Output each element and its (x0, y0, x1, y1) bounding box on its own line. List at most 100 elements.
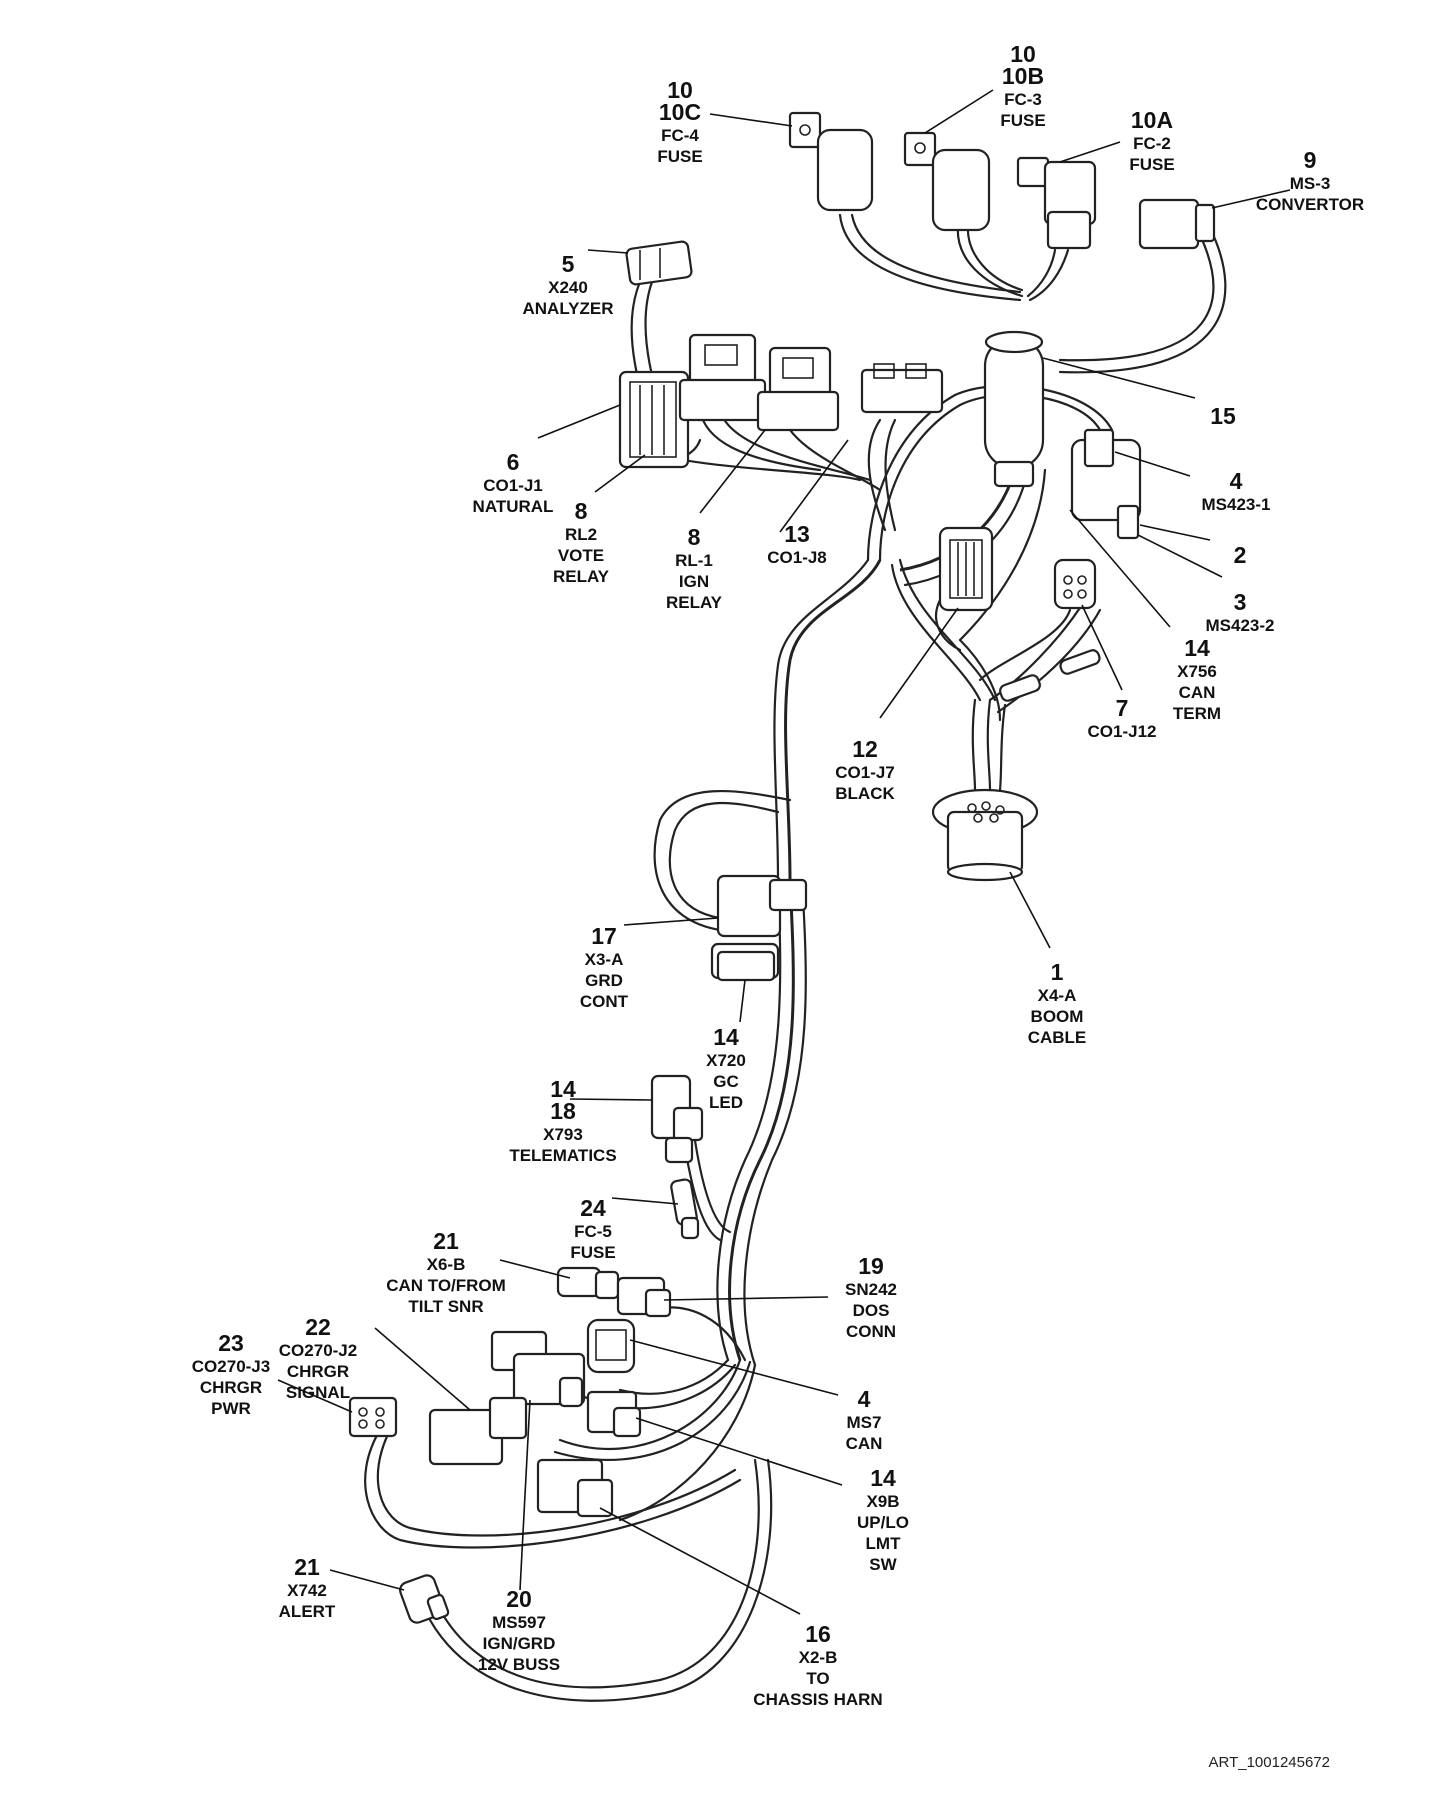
callout-text: MS-3 (1290, 174, 1331, 193)
terminator-x756 (999, 649, 1101, 702)
callout-number: 17 (591, 923, 617, 949)
callout-text: FUSE (1129, 155, 1174, 174)
callout-text: CONN (846, 1322, 896, 1341)
fuse-fc2 (1016, 156, 1097, 250)
fuse-fc3 (903, 131, 991, 232)
callout-text: 12V BUSS (478, 1655, 560, 1674)
components (348, 111, 1216, 1624)
callout-text: CHASSIS HARN (753, 1690, 882, 1709)
callout-number: 10 (1010, 41, 1036, 67)
callout-text: CO270-J3 (192, 1357, 270, 1376)
connector-x793 (650, 1074, 704, 1164)
connector-x240 (625, 240, 693, 286)
callout-text: MS597 (492, 1613, 546, 1632)
callout-number: 10A (1131, 107, 1173, 133)
callout-number: 18 (550, 1098, 576, 1124)
callout-text: X720 (706, 1051, 746, 1070)
callout-number: 15 (1210, 403, 1236, 429)
callout-text: BLACK (835, 784, 895, 803)
connector-co1-j8 (860, 363, 944, 414)
callout-text: CO1-J1 (483, 476, 543, 495)
art-id: ART_1001245672 (1209, 1754, 1331, 1771)
connector-co1-j12 (1053, 558, 1097, 610)
callout-text: CHRGR (287, 1362, 349, 1381)
callout-text: CAN (1179, 683, 1216, 702)
block-ms423 (1070, 428, 1142, 540)
callout-text: SW (869, 1555, 897, 1574)
callout-text: CO270-J2 (279, 1341, 357, 1360)
callout-number: 4 (1230, 468, 1243, 494)
callout-number: 3 (1234, 589, 1247, 615)
callout-text: X793 (543, 1125, 583, 1144)
callout-number: 20 (506, 1586, 532, 1612)
connector-co270-j2 (428, 1396, 528, 1466)
fuse-fc5 (670, 1178, 700, 1240)
callout-number: 2 (1234, 542, 1247, 568)
fuse-fc4 (788, 111, 874, 212)
connector-x742 (399, 1574, 450, 1624)
callout-text: MS7 (847, 1413, 882, 1432)
callout-number: 8 (575, 498, 588, 524)
relay-rl2 (678, 333, 767, 422)
connector-co270-j3 (348, 1396, 398, 1438)
callout-text: LED (709, 1093, 743, 1112)
callout-text: CAN TO/FROM (386, 1276, 506, 1295)
callout-number: 1 (1051, 959, 1064, 985)
callout-number: 24 (580, 1195, 606, 1221)
callout-text: X9B (866, 1492, 899, 1511)
callout-text: BOOM (1031, 1007, 1084, 1026)
callout-text: FUSE (570, 1243, 615, 1262)
callout-text: RELAY (666, 593, 723, 612)
callout-number: 14 (713, 1024, 739, 1050)
callout-number: 21 (294, 1554, 320, 1580)
callout-text: GRD (585, 971, 623, 990)
callout-text: CHRGR (200, 1378, 262, 1397)
callout-text: CONVERTOR (1256, 195, 1364, 214)
callout-text: UP/LO (857, 1513, 909, 1532)
callout-text: FC-4 (661, 126, 699, 145)
callout-text: FUSE (1000, 111, 1045, 130)
callout-text: CONT (580, 992, 629, 1011)
callout-text: ALERT (279, 1602, 336, 1621)
callout-text: X742 (287, 1581, 327, 1600)
callout-text: SIGNAL (286, 1383, 350, 1402)
connector-x9b (586, 1390, 642, 1438)
callout-number: 16 (805, 1621, 831, 1647)
connector-sn242 (616, 1276, 672, 1318)
callout-text: SN242 (845, 1280, 897, 1299)
connector-co1-j7 (938, 526, 994, 612)
callout-text: RL2 (565, 525, 597, 544)
callout-text: IGN (679, 572, 709, 591)
callout-number: 8 (688, 524, 701, 550)
callout-text: X756 (1177, 662, 1217, 681)
callout-number: 12 (852, 736, 878, 762)
callout-text: LMT (866, 1534, 902, 1553)
callout-number: 10 (667, 77, 693, 103)
connector-x720 (716, 950, 776, 982)
callout-text: TO (806, 1669, 829, 1688)
callout-text: X3-A (585, 950, 624, 969)
callout-number: 4 (858, 1386, 871, 1412)
callout-text: CAN (846, 1434, 883, 1453)
